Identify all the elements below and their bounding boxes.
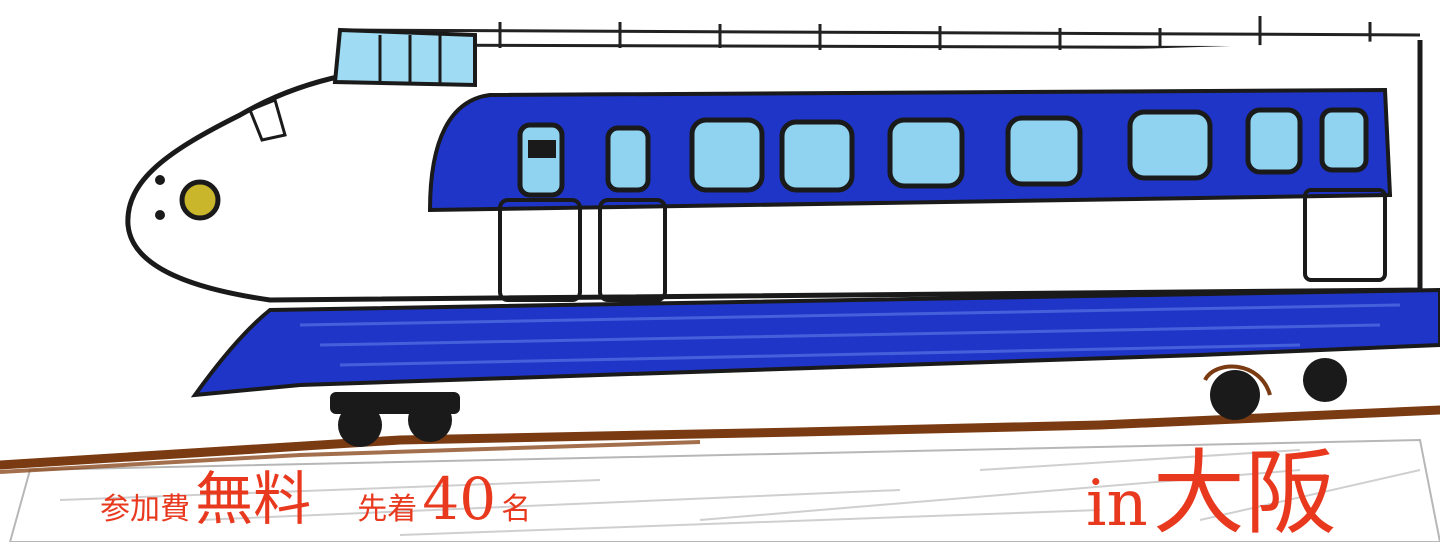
train-skirt <box>190 287 1440 398</box>
fee-value: 無料 <box>195 465 312 533</box>
platform-sketch <box>8 438 1440 542</box>
limit-label: 先着 <box>357 492 418 527</box>
rail-line-lower <box>0 440 701 474</box>
train-wheels <box>330 358 1347 447</box>
location-prefix: in <box>1086 467 1148 541</box>
limit-number: 40 <box>422 465 497 533</box>
rail-line <box>0 405 1440 470</box>
location-caption: in 大阪 <box>1086 448 1337 540</box>
participation-caption: 参加費 無料 先着 40 名 <box>100 470 531 528</box>
train-doors <box>498 188 1387 302</box>
limit-unit: 名 <box>501 492 532 527</box>
fee-label: 参加費 <box>100 492 190 527</box>
location-city: 大阪 <box>1152 440 1337 542</box>
cockpit-window <box>332 27 477 88</box>
headlight-icon <box>179 179 221 221</box>
roof-lines <box>339 16 1421 50</box>
